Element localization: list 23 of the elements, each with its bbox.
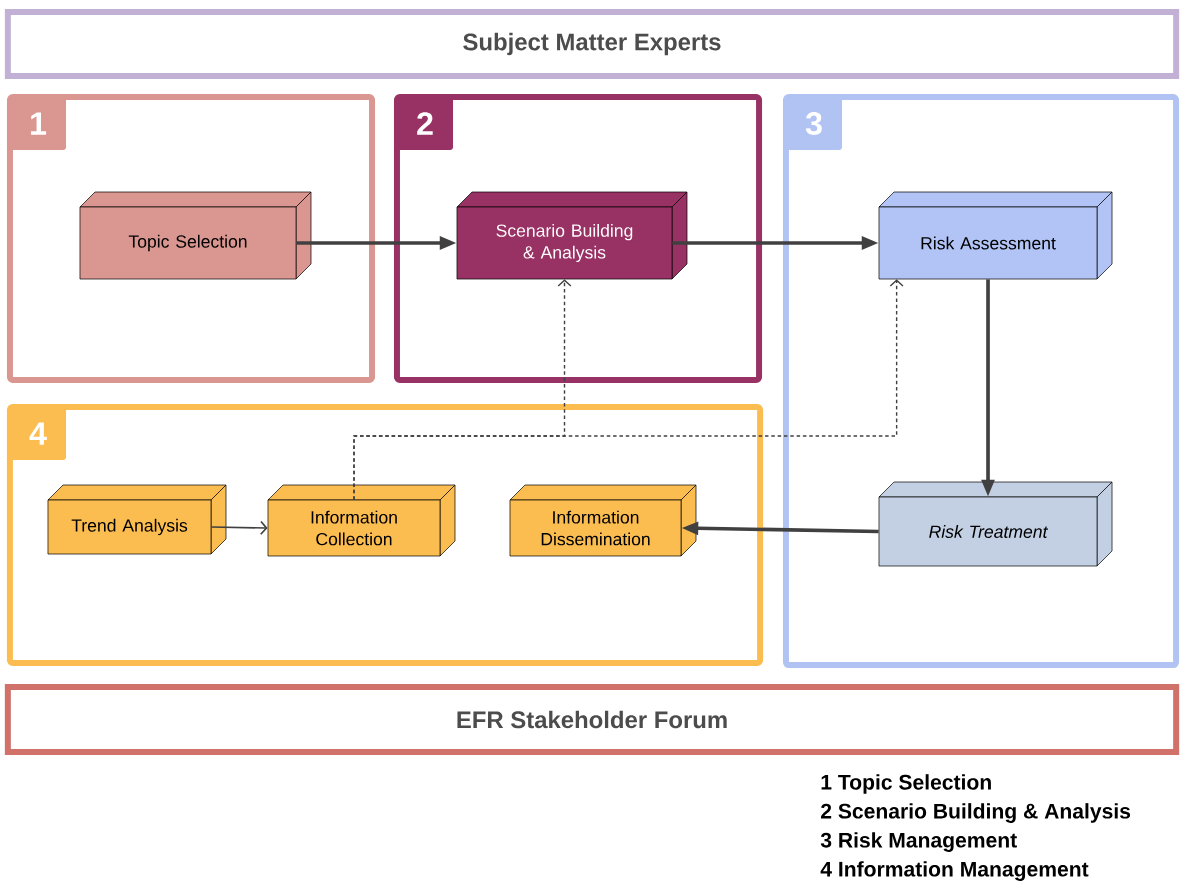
number-tab: 3 <box>786 97 842 150</box>
number-tab: 2 <box>397 97 453 150</box>
title-band: EFR Stakeholder Forum <box>4 684 1180 755</box>
stage-frame <box>393 93 763 384</box>
number-tab: 4 <box>10 407 66 460</box>
key-line: 1 Topic Selection <box>821 774 991 794</box>
key-line: 2 Scenario Building & Analysis <box>821 803 1131 823</box>
process-box: Scenario Building & Analysis <box>456 191 688 280</box>
arrow <box>353 279 904 501</box>
number-tab: 1 <box>10 97 66 150</box>
stage-frame <box>6 93 376 384</box>
title-band: Subject Matter Experts <box>4 9 1180 79</box>
process-box: Risk Treatment <box>878 481 1113 567</box>
process-box: Trend Analysis <box>47 484 227 555</box>
process-box: Information Collection <box>267 484 456 557</box>
key-line: 3 Risk Management <box>820 832 1017 852</box>
process-box: Topic Selection <box>79 191 312 280</box>
arrow <box>210 520 268 536</box>
stage-frame <box>6 404 764 667</box>
process-box: Risk Assessment <box>878 191 1113 280</box>
key-line: 4 Information Management <box>820 861 1089 881</box>
stage-frame <box>782 93 1180 669</box>
process-box: Information Dissemination <box>509 484 697 557</box>
